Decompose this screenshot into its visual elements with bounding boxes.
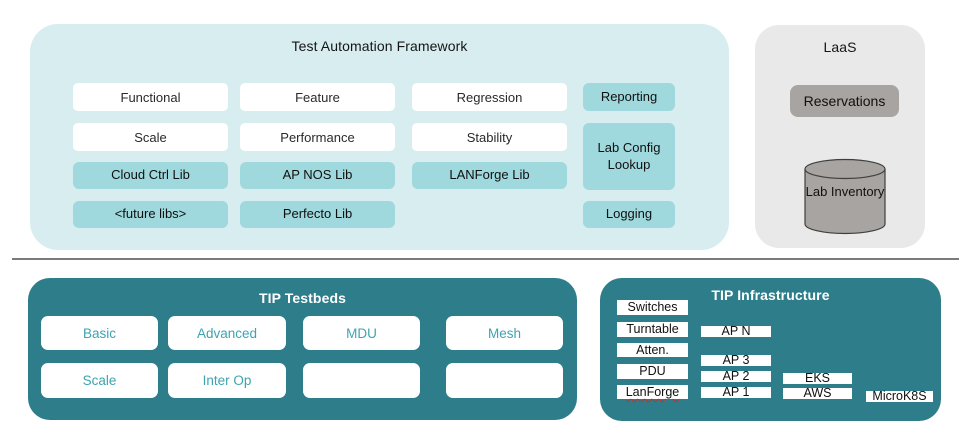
box-feature: Feature <box>240 83 395 111</box>
box-ap-nos-lib: AP NOS Lib <box>240 162 395 189</box>
taf-panel: Test Automation Framework Functional Fea… <box>30 24 729 250</box>
box-scale: Scale <box>73 123 228 151</box>
box-lanforge: LanForge <box>617 385 688 399</box>
box-mesh: Mesh <box>446 316 563 350</box>
tip-infrastructure-panel: TIP Infrastructure Switches Turntable At… <box>600 278 941 421</box>
box-lab-config-lookup: Lab Config Lookup <box>583 123 675 190</box>
box-inter-op: Inter Op <box>168 363 286 398</box>
taf-title: Test Automation Framework <box>291 38 468 54</box>
box-ap-1: AP 1 <box>701 386 771 399</box>
section-divider <box>12 258 959 260</box>
box-performance: Performance <box>240 123 395 151</box>
box-scale-testbed: Scale <box>41 363 158 398</box>
box-switches: Switches <box>617 300 688 315</box>
laas-title: LaaS <box>823 39 857 55</box>
tip-testbeds-panel: TIP Testbeds Basic Advanced MDU Mesh Sca… <box>28 278 577 420</box>
lanforge-label: LanForge <box>625 384 680 399</box>
database-cylinder-icon <box>804 158 886 235</box>
box-advanced: Advanced <box>168 316 286 350</box>
box-mdu: MDU <box>303 316 420 350</box>
box-ap-n: AP N <box>701 325 771 338</box>
box-logging: Logging <box>583 201 675 228</box>
lab-inventory-cylinder: Lab Inventory <box>803 158 887 236</box>
tip-testbeds-title: TIP Testbeds <box>258 290 347 306</box>
box-empty-2 <box>446 363 563 398</box>
box-future-libs: <future libs> <box>73 201 228 228</box>
box-empty-1 <box>303 363 420 398</box>
box-eks: EKS <box>783 372 852 385</box>
box-regression: Regression <box>412 83 567 111</box>
box-pdu: PDU <box>617 364 688 379</box>
reservations-box: Reservations <box>790 85 899 117</box>
box-ap-2: AP 2 <box>701 370 771 383</box>
box-basic: Basic <box>41 316 158 350</box>
box-stability: Stability <box>412 123 567 151</box>
lab-inventory-label: Lab Inventory <box>805 184 885 199</box>
box-functional: Functional <box>73 83 228 111</box>
box-turntable: Turntable <box>617 322 688 337</box>
box-reporting: Reporting <box>583 83 675 111</box>
box-perfecto-lib: Perfecto Lib <box>240 201 395 228</box>
box-ap-3: AP 3 <box>701 354 771 367</box>
tip-infrastructure-title: TIP Infrastructure <box>711 287 830 303</box>
box-atten: Atten. <box>617 343 688 357</box>
laas-panel: LaaS Reservations Lab Inventory <box>755 25 925 248</box>
box-microk8s: MicroK8S <box>866 390 933 403</box>
box-cloud-ctrl-lib: Cloud Ctrl Lib <box>73 162 228 189</box>
box-lanforge-lib: LANForge Lib <box>412 162 567 189</box>
box-aws: AWS <box>783 387 852 400</box>
